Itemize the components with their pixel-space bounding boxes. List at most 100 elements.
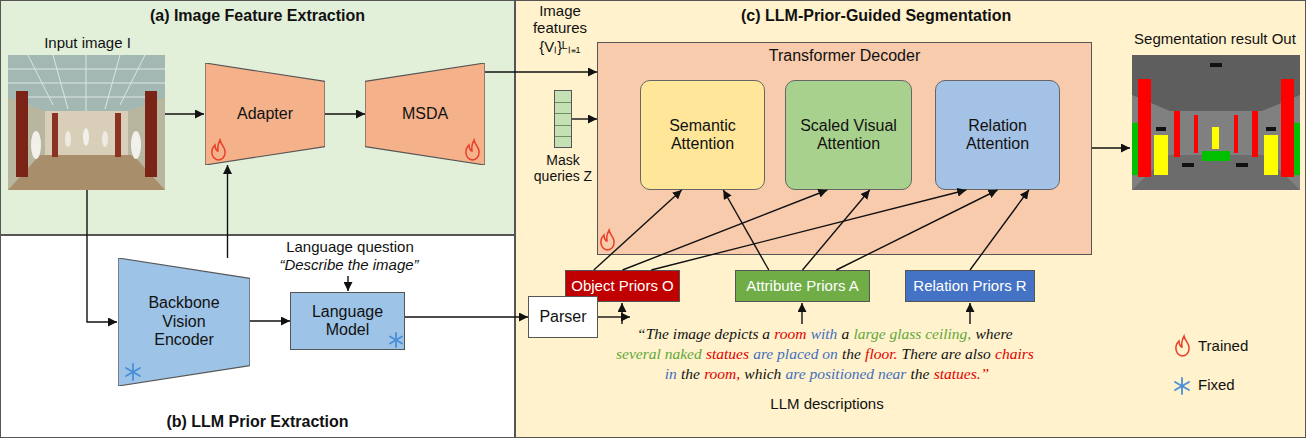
description-phrase: chairs [995, 344, 1034, 364]
trained-icon [1176, 336, 1189, 356]
node-label: Language Model [298, 303, 398, 340]
description-phrase: room, [704, 364, 740, 384]
trained-icon [601, 230, 614, 250]
node-label: Attribute Priors A [746, 277, 859, 294]
node-label: Scaled Visual Attention [796, 117, 901, 154]
input-image [83, 128, 89, 146]
description-phrase: large glass ceiling, [853, 324, 971, 344]
block-outline [205, 63, 325, 165]
mask-queries: Mask queries Z [530, 88, 596, 193]
input-image [145, 91, 157, 177]
text-label: Image features [528, 2, 592, 37]
input-image [16, 91, 28, 177]
fixed-icon [126, 333, 1189, 394]
segmentation-image [1132, 55, 1300, 190]
connector-arrow [970, 190, 1029, 270]
node-label: Semantic Attention [650, 117, 755, 154]
encoder-block: Backbone Vision Encoder [118, 258, 250, 386]
input-image [28, 97, 145, 98]
attention-box: Semantic Attention [640, 80, 765, 190]
input-image [8, 155, 165, 190]
connector-arrow [803, 190, 870, 270]
text-label: LLM descriptions [612, 395, 1042, 412]
segmentation-image [1154, 135, 1168, 175]
description-phrase: statues.” [934, 364, 990, 384]
connector-arrow [325, 113, 365, 114]
panel-title: (c) LLM-Prior-Guided Segmentation [741, 7, 1011, 25]
segmentation-image [1266, 127, 1276, 131]
connector-arrow [651, 190, 966, 270]
attention-box: Relation Attention [935, 80, 1060, 190]
description-phrase: There are also [902, 344, 991, 364]
description-text: “The image depicts aroomwithalarge glass… [612, 324, 1042, 384]
description-phrase: are placed on [753, 344, 838, 364]
description-phrase: a [842, 324, 850, 344]
segmentation-image [1210, 63, 1222, 67]
description-phrase: the [842, 344, 861, 364]
input-image [65, 131, 71, 147]
block-outline [118, 258, 250, 386]
leader-arrows [598, 316, 630, 317]
leader-arrows [347, 276, 348, 291]
connector-arrow [836, 190, 997, 270]
fixed-icon [395, 333, 397, 347]
parser-box: Parser [528, 296, 598, 338]
segmentation-image [1156, 127, 1166, 131]
description-phrase: which [744, 364, 781, 384]
input-image [120, 55, 145, 105]
input-image [86, 55, 87, 111]
node-label: Relation Attention [945, 117, 1050, 154]
node-label: Mask queries Z [530, 152, 596, 184]
fixed-icon [1175, 378, 1189, 394]
segmentation-image [1132, 55, 1300, 190]
fixed-icon [390, 337, 402, 344]
text-label: {Vₗ}ᴸₗ₌₁ [528, 38, 592, 55]
description-phrase: the [681, 364, 700, 384]
leader-arrows [621, 303, 622, 324]
segmentation-image [1138, 79, 1151, 177]
input-image [8, 69, 165, 70]
fixed-icon [126, 368, 140, 376]
input-image [105, 55, 120, 109]
text-label: “Describe the image” [272, 256, 426, 273]
text-label: Segmentation result Out [1126, 30, 1304, 47]
segmentation-image [1236, 163, 1248, 167]
segmentation-image [1174, 111, 1180, 157]
input-image [8, 83, 165, 84]
prior-box: Relation Priors R [905, 270, 1035, 302]
input-image [52, 113, 58, 157]
input-image [28, 55, 53, 105]
fixed-icon [126, 368, 140, 376]
attention-box: Scaled Visual Attention [785, 80, 912, 190]
leader-arrows [87, 114, 1130, 324]
fixed-icon [1175, 382, 1189, 390]
leader-arrows [969, 303, 970, 324]
text-label: Input image I [10, 34, 165, 51]
connector-arrow [485, 71, 597, 72]
legend-label: Fixed [1198, 376, 1235, 393]
adapter-block: Adapter [205, 63, 325, 165]
input-image [45, 111, 128, 155]
connector-arrow [227, 165, 228, 258]
description-phrase: in [665, 364, 677, 384]
input-image [102, 131, 108, 147]
panel-title: (a) Image Feature Extraction [150, 7, 365, 25]
fixed-icon [390, 337, 402, 344]
leader-arrows [165, 113, 204, 114]
description-phrase: statues [706, 344, 749, 364]
prior-box: Attribute Priors A [735, 270, 870, 302]
description-phrase: floor. [865, 344, 897, 364]
segmentation-image [1132, 155, 1300, 190]
connector-arrow [572, 118, 597, 119]
leader-arrows [801, 303, 802, 324]
node-label: MSDA [402, 105, 448, 123]
trained-icon [466, 140, 479, 160]
block-outline [365, 63, 485, 165]
input-image [8, 55, 165, 190]
trained-icon [212, 140, 1189, 356]
connector-arrow [250, 320, 290, 321]
description-phrase: the [911, 364, 930, 384]
description-phrase: room [774, 324, 806, 344]
segmentation-image [1132, 55, 1300, 111]
